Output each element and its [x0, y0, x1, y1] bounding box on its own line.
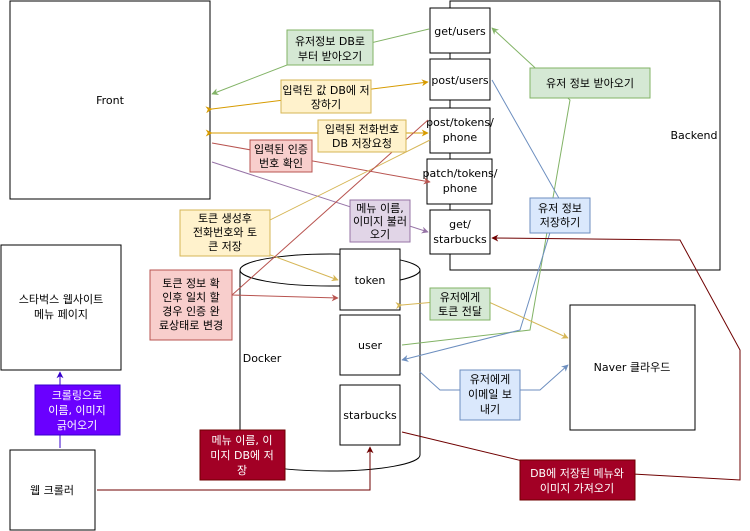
svg-text:starbucks: starbucks: [433, 233, 487, 246]
svg-text:post/tokens/: post/tokens/: [426, 116, 494, 129]
svg-text:DB 저장요청: DB 저장요청: [332, 137, 392, 150]
endpoint-patch-tokens-phone: patch/tokens/ phone: [423, 158, 498, 205]
svg-text:입력된 인증: 입력된 인증: [254, 143, 308, 156]
svg-text:토큰 전달: 토큰 전달: [438, 305, 482, 318]
svg-text:토큰 정보 확: 토큰 정보 확: [162, 277, 220, 290]
note-crawl: 크롤링으로 이름, 이미지 긁어오기: [34, 384, 121, 436]
endpoint-post-tokens-phone: post/tokens/ phone: [426, 107, 494, 154]
svg-text:긁어오기: 긁어오기: [57, 419, 97, 432]
note-user-info-db: 유저정보 DB로 부터 받아오기: [286, 29, 374, 66]
svg-text:유저에게: 유저에게: [470, 373, 510, 386]
svg-text:내기: 내기: [480, 403, 500, 416]
svg-text:user: user: [358, 339, 382, 352]
svg-text:Naver 클라우드: Naver 클라우드: [594, 361, 671, 374]
front-node: Front: [9, 0, 211, 200]
svg-text:전화번호와 토: 전화번호와 토: [193, 226, 257, 239]
svg-text:토큰 생성후: 토큰 생성후: [198, 212, 252, 225]
svg-text:이름, 이미지: 이름, 이미지: [48, 404, 106, 417]
note-token-deliver: 유저에게 토큰 전달: [429, 287, 491, 321]
svg-text:DB에 저장된 메뉴와: DB에 저장된 메뉴와: [530, 467, 624, 480]
collection-token: token: [339, 248, 401, 311]
svg-text:장하기: 장하기: [311, 97, 341, 111]
note-auth-check: 입력된 인증 번호 확인: [249, 139, 313, 173]
note-save-input-db: 입력된 값 DB에 저 장하기: [280, 79, 372, 114]
note-user-info-save: 유저 정보 저장하기: [529, 197, 591, 234]
web-crawler-node: 웹 크롤러: [9, 449, 96, 531]
svg-text:웹 크롤러: 웹 크롤러: [30, 484, 74, 497]
svg-text:유저에게: 유저에게: [440, 291, 480, 304]
svg-text:입력된 전화번호: 입력된 전화번호: [325, 123, 399, 136]
note-phone-db-save: 입력된 전화번호 DB 저장요청: [317, 119, 407, 153]
svg-text:메뉴 페이지: 메뉴 페이지: [34, 308, 88, 321]
svg-text:크롤링으로: 크롤링으로: [52, 389, 103, 402]
svg-text:get/users: get/users: [434, 25, 486, 38]
note-db-menu-fetch: DB에 저장된 메뉴와 이미지 가져오기: [519, 459, 636, 501]
docker-label: Docker: [243, 352, 282, 365]
svg-text:phone: phone: [443, 131, 478, 144]
svg-text:post/users: post/users: [431, 74, 488, 87]
edge-front-to-patch-tokens: [211, 142, 431, 185]
backend-label: Backend: [670, 129, 717, 142]
svg-text:번호 확인: 번호 확인: [259, 157, 303, 170]
svg-text:저장하기: 저장하기: [540, 215, 580, 229]
note-menu-image-fetch: 메뉴 이름, 이미지 불러 오기: [349, 199, 411, 243]
svg-text:큰 저장: 큰 저장: [208, 240, 242, 253]
note-menu-db-save: 메뉴 이름, 이 미지 DB에 저 장: [199, 429, 286, 481]
svg-text:부터 받아오기: 부터 받아오기: [298, 50, 362, 63]
note-token-create: 토큰 생성후 전화번호와 토 큰 저장: [179, 209, 271, 257]
svg-text:유저정보 DB로: 유저정보 DB로: [295, 35, 365, 48]
svg-text:get/: get/: [449, 218, 471, 231]
svg-text:유저 정보 받아오기: 유저 정보 받아오기: [546, 77, 634, 90]
endpoint-get-starbucks: get/ starbucks: [429, 209, 491, 255]
edge-post-users-to-user: [401, 79, 561, 362]
naver-cloud-node: Naver 클라우드: [569, 304, 696, 431]
svg-text:료상태로 변경: 료상태로 변경: [159, 319, 223, 332]
svg-text:경우 인증 완: 경우 인증 완: [162, 305, 220, 318]
endpoint-get-users: get/users: [429, 7, 491, 54]
collection-user: user: [339, 314, 401, 376]
svg-text:유저 정보: 유저 정보: [538, 202, 582, 215]
svg-text:starbucks: starbucks: [343, 409, 397, 422]
svg-text:이메일 보: 이메일 보: [468, 387, 512, 401]
edge-crawler-to-starbucks: [97, 446, 374, 491]
svg-text:token: token: [355, 274, 386, 287]
svg-text:이미지 가져오기: 이미지 가져오기: [540, 482, 614, 495]
endpoint-post-users: post/users: [429, 58, 491, 101]
svg-text:장: 장: [237, 464, 247, 477]
svg-text:이미지 불러: 이미지 불러: [353, 215, 407, 228]
svg-text:인후 일치 할: 인후 일치 할: [162, 290, 220, 304]
svg-text:오기: 오기: [370, 228, 390, 241]
note-token-verify: 토큰 정보 확 인후 일치 할 경우 인증 완 료상태로 변경: [149, 269, 233, 341]
note-email-send: 유저에게 이메일 보 내기: [459, 369, 521, 421]
note-user-info-get: 유저 정보 받아오기: [529, 67, 651, 99]
collection-starbucks: starbucks: [339, 384, 401, 446]
svg-text:입력된 값 DB에 저: 입력된 값 DB에 저: [282, 84, 369, 97]
svg-text:스타벅스 웹사이트: 스타벅스 웹사이트: [19, 293, 103, 306]
svg-text:메뉴 이름, 이: 메뉴 이름, 이: [211, 434, 272, 447]
svg-text:미지 DB에 저: 미지 DB에 저: [210, 449, 274, 462]
starbucks-site-node: 스타벅스 웹사이트 메뉴 페이지: [0, 244, 122, 371]
front-label: Front: [96, 94, 125, 107]
svg-text:phone: phone: [443, 182, 478, 195]
svg-text:메뉴 이름,: 메뉴 이름,: [356, 202, 403, 215]
svg-text:patch/tokens/: patch/tokens/: [423, 167, 498, 180]
